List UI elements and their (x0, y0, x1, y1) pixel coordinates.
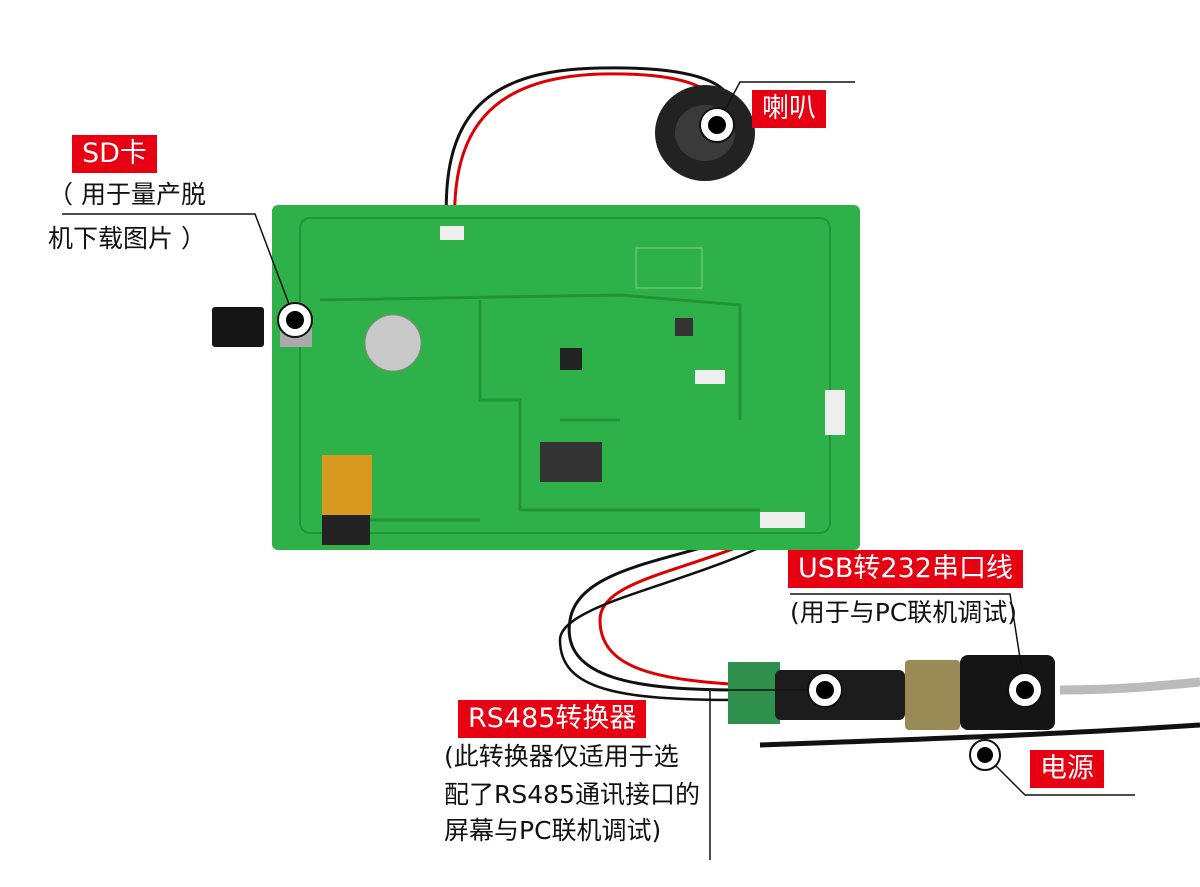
leader-lines (62, 81, 1135, 860)
sd-card-label: SD卡 (72, 135, 157, 173)
speaker-label: 喇叭 (752, 90, 826, 128)
usb-cable-note: (用于与PC联机调试) (790, 598, 1018, 627)
sd-card-note-line-2: 机下载图片 ） (48, 224, 206, 253)
power-label: 电源 (1030, 750, 1104, 788)
sd-card-note-line-1: （ 用于量产脱 (48, 180, 206, 209)
rs485-converter-image (728, 655, 1055, 730)
rs485-note-line-1: (此转换器仅适用于选 (444, 742, 679, 771)
rs485-note-line-3: 屏幕与PC联机调试) (444, 816, 662, 845)
callout-markers (277, 107, 1043, 771)
sd-card-image (212, 307, 264, 347)
pcb-board (272, 205, 860, 550)
usb-cable-label: USB转232串口线 (788, 550, 1023, 588)
rs485-converter-label: RS485转换器 (458, 700, 647, 738)
rs485-note-line-2: 配了RS485通讯接口的 (444, 780, 700, 809)
